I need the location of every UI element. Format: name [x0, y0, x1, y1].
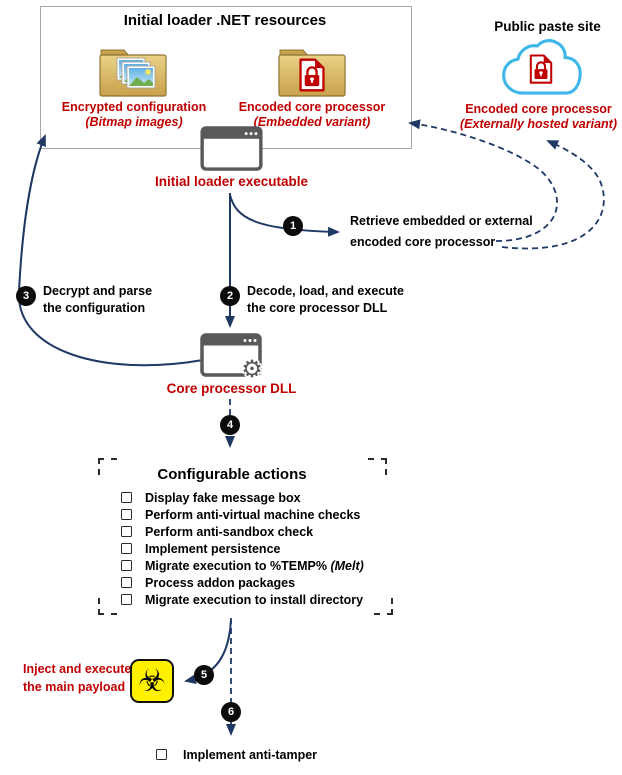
- embedded-payload-label-line1: Encoded core processor: [238, 100, 386, 114]
- config-box-corner-bl: [98, 598, 117, 615]
- step-1-label-line1: Retrieve embedded or external: [350, 214, 533, 228]
- initial-loader-label: Initial loader executable: [154, 174, 309, 189]
- app-window-gear-icon: ⚙: [200, 333, 264, 381]
- step-4-badge: 4: [220, 415, 240, 435]
- list-item-label: Migrate execution to install directory: [145, 592, 364, 607]
- embedded-payload-label: Encoded core processor (Embedded variant…: [237, 100, 387, 130]
- step-6-badge: 6: [221, 702, 241, 722]
- list-item-label: Migrate execution to %TEMP%: [145, 558, 331, 573]
- biohazard-glyph: ☣: [138, 663, 166, 699]
- inject-payload-label-line2: the main payload: [23, 680, 126, 694]
- step-3-badge: 3: [16, 286, 36, 306]
- external-payload-label-line1: Encoded core processor: [465, 102, 612, 116]
- app-window-icon: [200, 126, 263, 171]
- step-2-label-line2: the core processor DLL: [247, 301, 388, 315]
- config-box-corner-tr: [368, 458, 387, 475]
- checkbox-icon: [121, 594, 132, 605]
- anti-tamper-row: Implement anti-tamper: [156, 746, 317, 763]
- svg-text:⚙: ⚙: [241, 355, 263, 381]
- inject-payload-label: Inject and execute the main payload: [23, 660, 131, 696]
- list-item: Display fake message box: [121, 489, 364, 506]
- anti-tamper-label: Implement anti-tamper: [183, 747, 318, 762]
- folder-encoded-payload-icon: [278, 49, 346, 97]
- list-item: Process addon packages: [121, 574, 364, 591]
- checkbox-icon: [121, 560, 132, 571]
- step-1-label: Retrieve embedded or external encoded co…: [350, 213, 533, 251]
- inject-payload-label-line1: Inject and execute: [23, 662, 132, 676]
- list-item: Migrate execution to install directory: [121, 591, 364, 608]
- list-item-label: Perform anti-virtual machine checks: [145, 507, 361, 522]
- step-2-badge: 2: [220, 286, 240, 306]
- checkbox-icon: [121, 543, 132, 554]
- resources-box-title: Initial loader .NET resources: [123, 12, 327, 29]
- list-item: Implement persistence: [121, 540, 364, 557]
- embedded-payload-label-line2: (Embedded variant): [253, 115, 371, 129]
- step-3-label-line2: the configuration: [43, 301, 146, 315]
- checkbox-icon: [156, 749, 167, 760]
- step-2-label-line1: Decode, load, and execute: [247, 284, 404, 298]
- list-item-label: Perform anti-sandbox check: [145, 524, 314, 539]
- checkbox-icon: [121, 492, 132, 503]
- step-3-label: Decrypt and parse the configuration: [43, 283, 152, 317]
- list-item-label: Display fake message box: [145, 490, 301, 505]
- encrypted-config-label-line2: (Bitmap images): [85, 115, 183, 129]
- paste-site-title: Public paste site: [494, 19, 601, 34]
- step-3-label-line1: Decrypt and parse: [43, 284, 153, 298]
- checkbox-icon: [121, 577, 132, 588]
- list-item-label: Process addon packages: [145, 575, 296, 590]
- checkbox-icon: [121, 526, 132, 537]
- encrypted-config-label-line1: Encrypted configuration: [61, 100, 207, 114]
- checkbox-icon: [121, 509, 132, 520]
- step-1-label-line2: encoded core processor: [350, 235, 496, 249]
- step-1-badge: 1: [283, 216, 303, 236]
- cloud-encoded-payload-icon: [502, 39, 582, 95]
- external-payload-label-line2: (Externally hosted variant): [460, 117, 617, 131]
- external-payload-label: Encoded core processor (Externally hoste…: [455, 102, 622, 132]
- step-2-label: Decode, load, and execute the core proce…: [247, 283, 404, 317]
- core-processor-label: Core processor DLL: [166, 381, 297, 396]
- biohazard-icon: ☣: [130, 659, 174, 703]
- encrypted-config-label: Encrypted configuration (Bitmap images): [55, 100, 213, 130]
- list-item: Perform anti-virtual machine checks: [121, 506, 364, 523]
- config-box-corner-br: [374, 598, 393, 615]
- config-box-corner-tl: [98, 458, 117, 475]
- list-item-label: Implement persistence: [145, 541, 281, 556]
- configurable-actions-title: Configurable actions: [157, 466, 307, 483]
- list-item-label-italic: (Melt): [330, 558, 364, 573]
- step-5-badge: 5: [194, 665, 214, 685]
- list-item: Migrate execution to %TEMP% (Melt): [121, 557, 364, 574]
- list-item: Perform anti-sandbox check: [121, 523, 364, 540]
- configurable-actions-list: Display fake message box Perform anti-vi…: [121, 489, 364, 608]
- folder-bitmap-images-icon: [99, 49, 167, 97]
